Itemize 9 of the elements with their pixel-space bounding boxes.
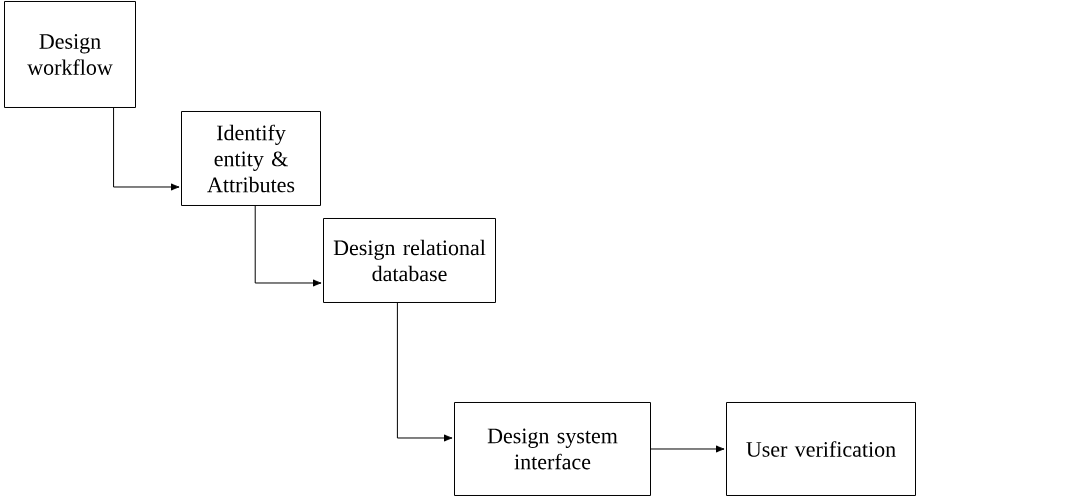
process-box: User verification: [726, 402, 916, 496]
arrow: [396, 302, 453, 442]
process-box: Design system interface: [454, 402, 651, 496]
process-box: Design workflow: [4, 1, 136, 108]
arrow: [113, 107, 180, 191]
arrow: [650, 445, 725, 453]
process-box: Identify entity & Attributes: [181, 111, 321, 206]
arrow: [254, 205, 322, 287]
process-box: Design relational database: [323, 218, 496, 303]
